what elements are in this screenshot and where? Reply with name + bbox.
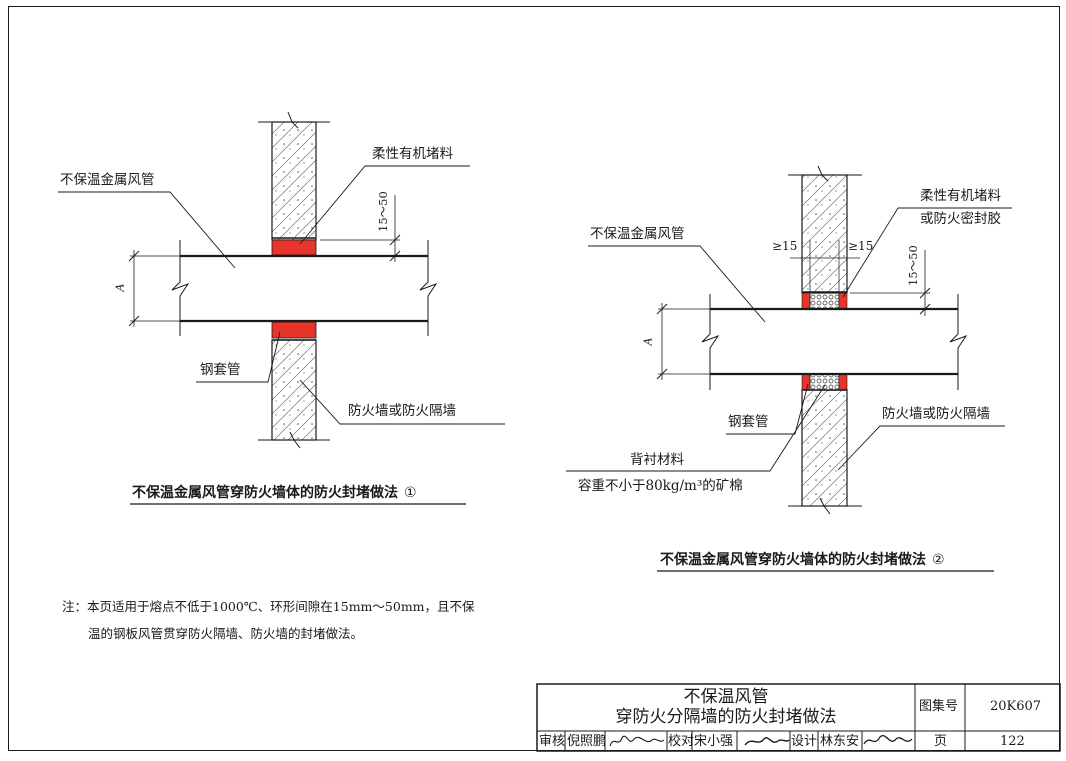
drawing-frame (8, 6, 1060, 751)
wall-label-1: 防火墙或防火隔墙 (348, 403, 456, 419)
dimension-a-1: A (113, 283, 127, 292)
min-gap-right: ≥15 (848, 239, 874, 253)
checker-name: 宋小强 (694, 734, 734, 749)
atlas-number-label: 图集号 (919, 699, 959, 714)
atlas-number: 20K607 (990, 699, 1042, 714)
gap-dimension-1: 15～50 (376, 191, 390, 232)
fire-sealant-1-top (271, 239, 317, 256)
sleeve-label-1: 钢套管 (200, 362, 241, 378)
design-label: 设计 (791, 734, 818, 749)
wall-2-lower (801, 389, 848, 507)
reviewer-signature (609, 735, 665, 747)
detail-2 (566, 165, 1012, 572)
wall-1-upper (271, 121, 317, 241)
backing-label-line2: 容重不小于80kg/m³的矿棉 (578, 478, 743, 494)
mineral-wool-2-bottom (809, 373, 840, 391)
note-line-2: 温的钢板风管贯穿防火隔墙、防火墙的封堵做法。 (88, 626, 364, 641)
gap-dimension-2: 15～50 (906, 245, 920, 286)
backing-label-line1: 背衬材料 (630, 452, 684, 468)
min-gap-left: ≥15 (772, 239, 798, 253)
checker-signature (744, 737, 790, 746)
reviewer-name: 倪照鹏 (567, 734, 607, 749)
title-block (536, 683, 1061, 752)
note-line-1: 注：本页适用于熔点不低于1000℃、环形间隙在15mm～50mm，且不保 (62, 599, 475, 614)
designer-name: 林东安 (820, 734, 860, 749)
duct-1 (180, 256, 428, 321)
fire-sealant-2-bottom-right (838, 373, 848, 391)
dimension-a-2: A (641, 337, 655, 346)
fire-sealant-2-top-left (801, 292, 811, 310)
page-number: 122 (1000, 734, 1025, 749)
duct-2 (710, 309, 958, 374)
drawing-title-line1: 不保温风管 (683, 687, 769, 707)
filler-label-2-line1: 柔性有机堵料 (920, 188, 1001, 204)
fire-sealant-2-bottom-left (801, 373, 811, 391)
designer-signature (863, 735, 913, 745)
duct-label-2: 不保温金属风管 (590, 226, 685, 242)
duct-label-1: 不保温金属风管 (60, 172, 155, 188)
fire-sealant-2-top-right (838, 292, 848, 310)
filler-label-1: 柔性有机堵料 (372, 146, 453, 162)
review-label: 审核 (539, 734, 566, 749)
filler-label-2-line2: 或防火密封胶 (920, 211, 1001, 227)
check-label: 校对 (668, 734, 695, 749)
fire-sealant-1-bottom (271, 321, 317, 339)
wall-label-2: 防火墙或防火隔墙 (882, 406, 990, 422)
mineral-wool-2-top (809, 292, 840, 310)
detail-1 (58, 111, 505, 505)
sleeve-label-2: 钢套管 (728, 414, 769, 430)
wall-2-upper (801, 174, 848, 294)
page-label: 页 (934, 734, 948, 749)
drawing-title-line2: 穿防火分隔墙的防火封堵做法 (615, 707, 837, 727)
